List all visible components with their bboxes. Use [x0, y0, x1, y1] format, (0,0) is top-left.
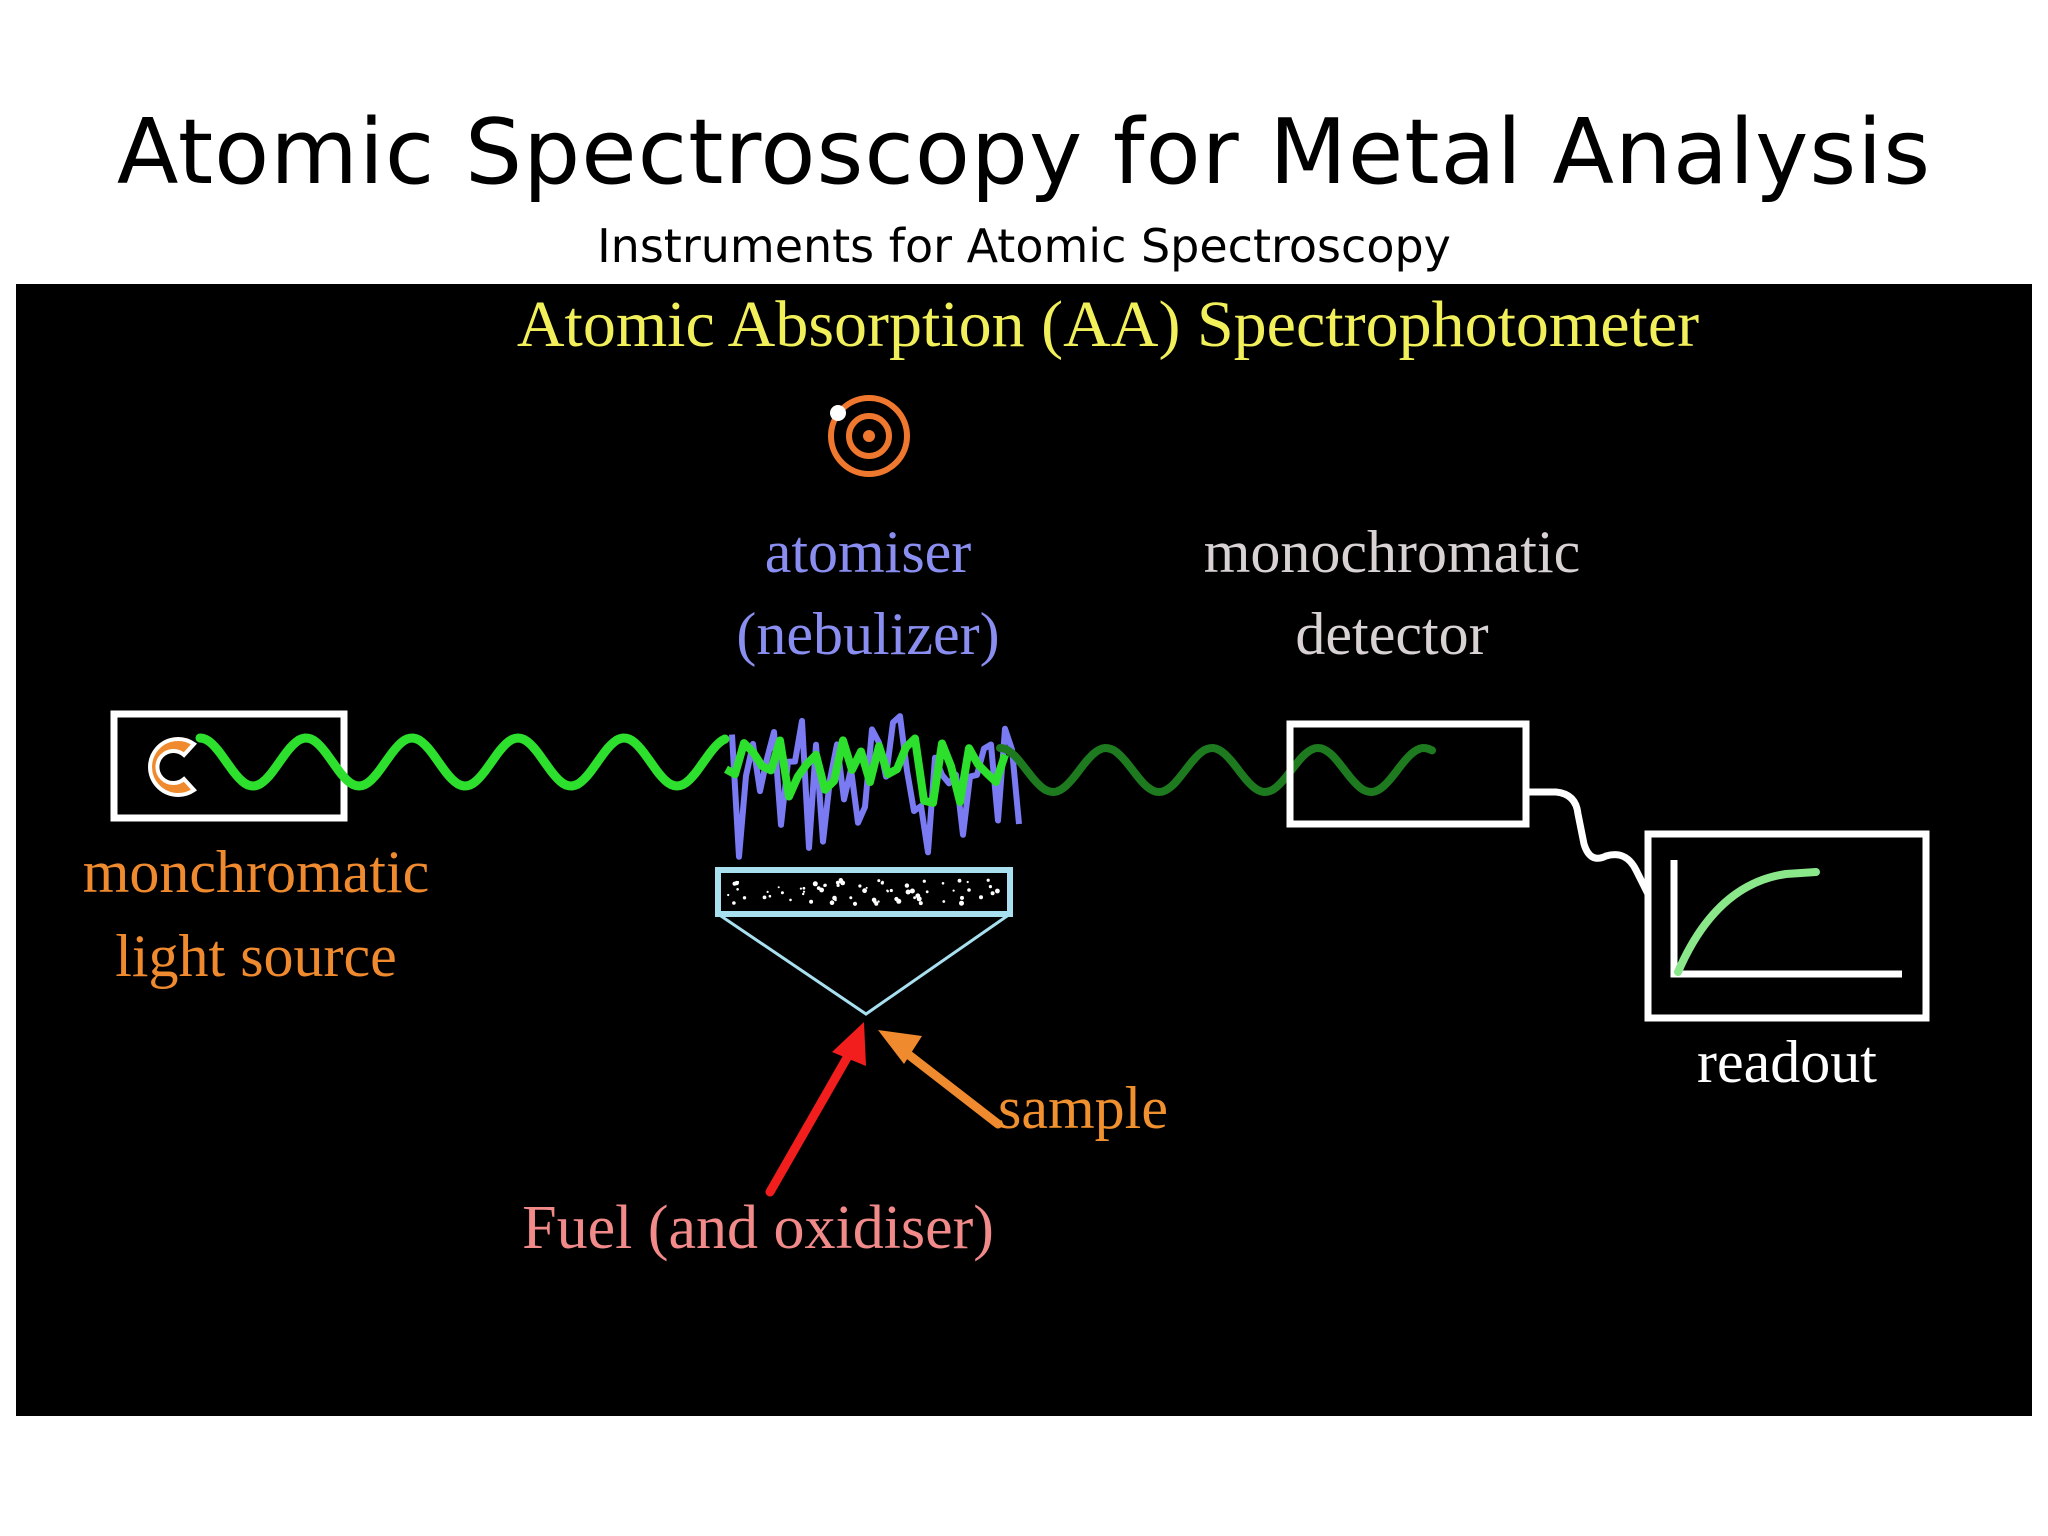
sample-particle: [990, 891, 995, 896]
sample-particle: [838, 880, 842, 884]
sample-particle: [840, 880, 846, 886]
sample-particle: [777, 886, 780, 889]
atomiser-label-line1: atomiser: [765, 519, 972, 585]
detector-label-line2: detector: [1295, 601, 1488, 667]
sample-particle: [734, 880, 739, 886]
sample-label: sample: [998, 1075, 1168, 1141]
sample-particle: [942, 900, 946, 903]
sample-particle: [816, 886, 821, 890]
sample-particle: [918, 901, 923, 906]
sample-particle: [823, 884, 827, 887]
atomiser-absorption-noise: [729, 713, 1022, 860]
sample-particle: [904, 883, 910, 888]
sample-particle: [852, 901, 858, 906]
readout-curve: [1674, 868, 1820, 976]
sample-particle: [979, 895, 983, 900]
sample-particle: [849, 896, 853, 900]
sample-particle: [886, 890, 889, 893]
detector-readout-wire: [1522, 788, 1652, 898]
sample-particle: [836, 883, 840, 888]
sample-particle: [913, 896, 916, 900]
sample-particle: [780, 891, 784, 895]
sample-particle: [995, 888, 1000, 894]
readout-label: readout: [1697, 1029, 1877, 1095]
sample-particle: [905, 889, 911, 895]
light-source-label-line2: light source: [115, 923, 397, 989]
sample-particle: [959, 900, 964, 906]
aa-spectrophotometer-diagram: Atomic Absorption (AA) Spectrophotometer…: [16, 284, 2032, 1416]
sample-particle: [736, 888, 739, 891]
sample-particle: [766, 890, 769, 894]
sample-particle: [889, 888, 893, 893]
light-beam-wave: [195, 733, 730, 791]
transmitted-beam-wave: [996, 743, 1436, 797]
sample-particle: [727, 893, 730, 897]
sample-particle: [941, 882, 945, 885]
atomiser-label-line2: (nebulizer): [736, 601, 999, 667]
sample-particle: [952, 889, 955, 892]
lamp-icon: [148, 737, 198, 797]
light-source-label-line1: monchromatic: [83, 839, 430, 905]
sample-particle: [768, 894, 772, 898]
atom-icon: [828, 395, 910, 477]
absorbed-beam-wave: [724, 734, 1009, 807]
sample-particle: [967, 888, 971, 892]
sample-particle: [834, 898, 837, 902]
slide-title: Atomic Spectroscopy for Metal Analysis: [116, 100, 1932, 205]
sample-particle: [986, 878, 990, 882]
sample-particle: [835, 880, 840, 885]
sample-particle: [916, 896, 922, 902]
sample-particle: [909, 888, 915, 894]
sample-particle: [877, 900, 880, 903]
readout-box: [1644, 830, 1930, 1022]
readout-axes: [1670, 860, 1902, 978]
sample-particle: [877, 879, 881, 883]
detector-box: [1286, 720, 1530, 828]
sample-arrow: [878, 1030, 1003, 1129]
sample-particle: [960, 895, 964, 900]
sample-particle: [812, 881, 818, 887]
sample-particle: [865, 886, 868, 889]
diagram-heading: Atomic Absorption (AA) Spectrophotometer: [517, 288, 1699, 361]
fuel-arrow: [765, 1022, 866, 1197]
sample-particle: [809, 899, 814, 904]
sample-particle: [862, 888, 867, 894]
sample-particle: [789, 898, 792, 902]
nebulizer-burner: [715, 867, 1013, 1016]
sample-particle: [858, 884, 862, 888]
sample-particle: [742, 896, 747, 900]
light-source-box: [110, 710, 348, 822]
sample-particle: [922, 879, 926, 883]
sample-particle: [829, 900, 835, 905]
detector-label-line1: monochromatic: [1204, 519, 1581, 585]
sample-particle: [874, 901, 879, 906]
sample-particle: [894, 896, 899, 902]
sample-particle: [802, 892, 805, 896]
sample-particle: [802, 886, 806, 890]
sample-particle: [762, 895, 767, 900]
sample-particle: [880, 881, 884, 885]
fuel-label: Fuel (and oxidiser): [522, 1194, 994, 1262]
diagram-background: [16, 284, 2032, 1416]
sample-particle: [925, 890, 929, 894]
sample-particle: [957, 878, 962, 883]
sample-particle: [732, 901, 736, 905]
sample-particle: [988, 885, 993, 889]
sample-particle: [966, 880, 969, 884]
sample-particle: [799, 887, 803, 890]
slide-subtitle: Instruments for Atomic Spectroscopy: [597, 219, 1451, 273]
sample-particle: [802, 890, 806, 893]
